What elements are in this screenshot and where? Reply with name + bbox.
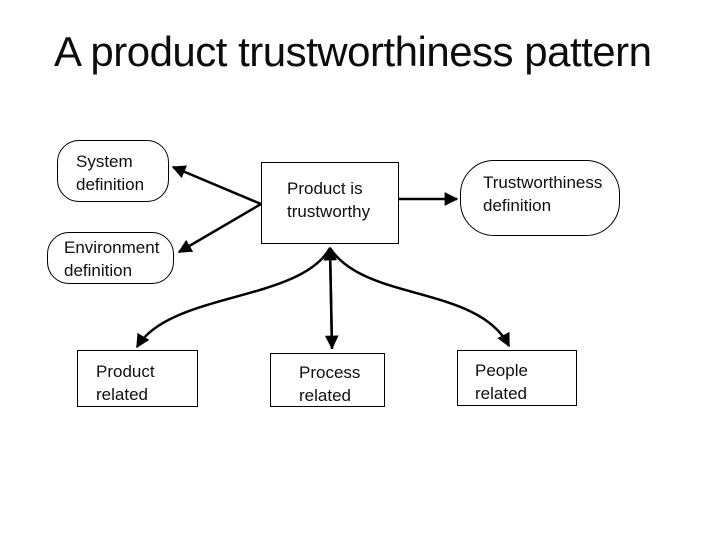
node-environment-definition: Environment definition (47, 232, 174, 284)
slide-title: A product trustworthiness pattern (54, 28, 652, 75)
node-trustworthiness-definition: Trustworthiness definition (460, 160, 620, 236)
edge-to-people-related (328, 247, 511, 348)
edge-to-system-definition (171, 165, 262, 206)
node-product-related: Product related (77, 350, 198, 407)
node-label: Environment definition (64, 238, 160, 280)
node-process-related: Process related (270, 353, 385, 407)
node-people-related: People related (457, 350, 577, 406)
edge-to-process-related (324, 247, 339, 350)
node-label: Product is trustworthy (287, 179, 371, 221)
node-label: People related (475, 361, 528, 403)
node-label: Process related (299, 363, 361, 405)
edge-to-environment-definition (177, 202, 262, 254)
edge-up-into-center (323, 246, 338, 350)
node-label: Trustworthiness definition (483, 173, 603, 215)
node-label: System definition (76, 152, 145, 194)
node-label: Product related (96, 362, 155, 404)
node-product-is-trustworthy: Product is trustworthy (261, 162, 399, 244)
node-system-definition: System definition (57, 140, 169, 202)
